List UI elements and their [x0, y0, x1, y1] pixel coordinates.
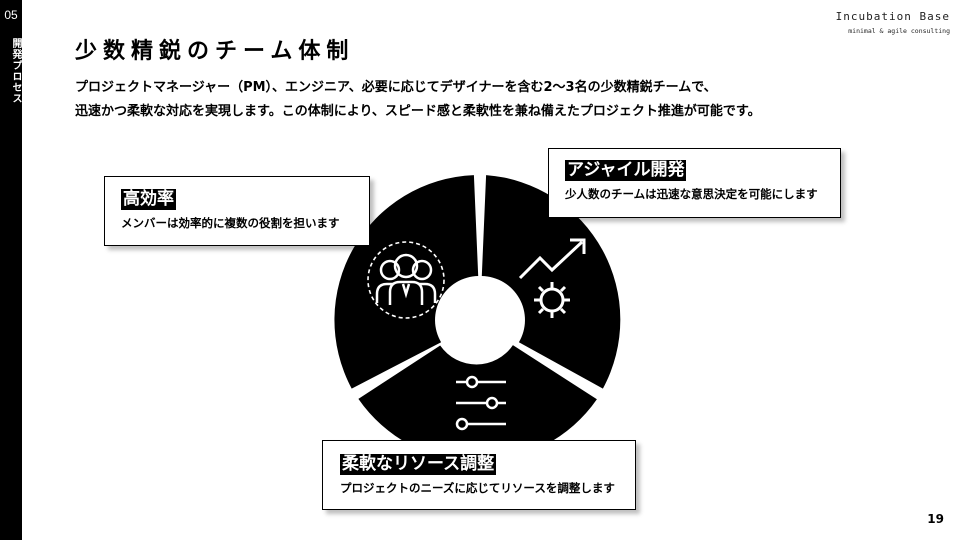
growth-gear-icon: [518, 238, 586, 318]
card-efficiency-text: メンバーは効率的に複数の役割を担います: [121, 216, 340, 230]
brand-tagline: minimal & agile consulting: [848, 27, 950, 35]
page-title: 少数精鋭のチーム体制: [75, 39, 355, 64]
team-dashed-circle: [367, 241, 445, 319]
card-agile-title: アジャイル開発: [565, 160, 687, 181]
brand-logo: Incubation Base minimal & agile consulti…: [836, 10, 950, 35]
brand-name: Incubation Base: [835, 10, 950, 23]
page-number: 19: [927, 512, 944, 526]
section-sidebar: 05 開発プロセス: [0, 0, 22, 540]
description-line-2: 迅速かつ柔軟な対応を実現します。この体制により、スピード感と柔軟性を兼ね備えたプ…: [75, 104, 761, 119]
description-line-1: プロジェクトマネージャー（PM）、エンジニア、必要に応じてデザイナーを含む2〜3…: [75, 80, 717, 95]
card-resource-title: 柔軟なリソース調整: [340, 454, 497, 475]
section-label: 開発プロセス: [10, 38, 21, 104]
team-cycle-diagram: [334, 175, 621, 462]
card-resource-text: プロジェクトのニーズに応じてリソースを調整します: [340, 481, 615, 495]
card-agile: アジャイル開発 少人数のチームは迅速な意思決定を可能にします: [548, 148, 841, 218]
page-description: プロジェクトマネージャー（PM）、エンジニア、必要に応じてデザイナーを含む2〜3…: [75, 76, 761, 124]
section-number: 05: [4, 8, 18, 22]
sliders-icon: [455, 375, 506, 431]
cycle-ring: [334, 175, 621, 462]
card-efficiency-title: 高効率: [121, 189, 176, 210]
team-icon: [367, 241, 445, 319]
card-agile-text: 少人数のチームは迅速な意思決定を可能にします: [565, 187, 818, 201]
card-resource: 柔軟なリソース調整 プロジェクトのニーズに応じてリソースを調整します: [322, 440, 636, 510]
card-efficiency: 高効率 メンバーは効率的に複数の役割を担います: [104, 176, 370, 246]
ring-segment-agile: [481, 175, 621, 389]
